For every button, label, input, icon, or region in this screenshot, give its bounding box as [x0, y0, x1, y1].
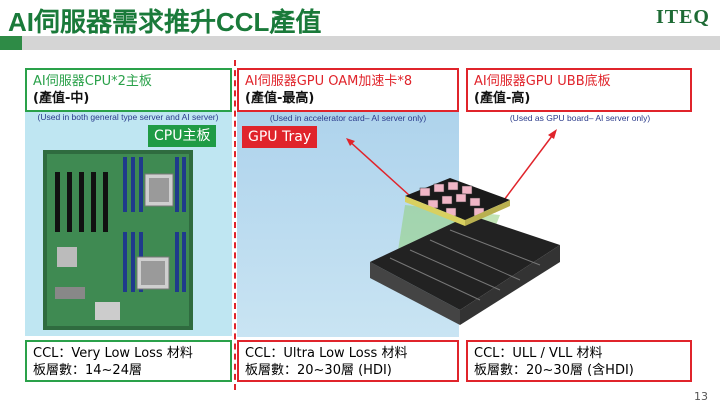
gpu-oam-spec-box: CCL：Ultra Low Loss 材料 板層數：20~30層 (HDI): [237, 340, 459, 382]
gpu-oam-usage-note: (Used in accelerator card– AI server onl…: [269, 113, 427, 123]
gpu-oam-header-box: AI伺服器GPU OAM加速卡*8 (產值-最高): [237, 68, 459, 112]
gpu-ubb-header-box: AI伺服器GPU UBB底板 (產值-高): [466, 68, 692, 112]
slide-title: AI伺服器需求推升CCL產值: [8, 7, 322, 37]
gpu-ubb-layer-count: 板層數：20~30層 (含HDI): [474, 363, 634, 378]
gpu-oam-layer-count: 板層數：20~30層 (HDI): [245, 363, 392, 378]
cpu-board-ccl-spec: CCL：Very Low Loss 材料: [33, 346, 193, 361]
cpu-motherboard-image: [43, 150, 193, 330]
gpu-ubb-spec-box: CCL：ULL / VLL 材料 板層數：20~30層 (含HDI): [466, 340, 692, 382]
gpu-oam-ccl-spec: CCL：Ultra Low Loss 材料: [245, 346, 408, 361]
gpu-ubb-value-level: (產值-高): [474, 91, 531, 106]
cpu-board-header-box: AI伺服器CPU*2主板 (產值-中): [25, 68, 232, 112]
section-divider: [234, 60, 236, 390]
page-number: 13: [694, 390, 708, 403]
gpu-ubb-ccl-spec: CCL：ULL / VLL 材料: [474, 346, 603, 361]
gpu-oam-value-level: (產值-最高): [245, 91, 315, 106]
cpu-board-spec-box: CCL：Very Low Loss 材料 板層數：14~24層: [25, 340, 232, 382]
gpu-oam-title: AI伺服器GPU OAM加速卡*8: [245, 74, 413, 89]
gpu-ubb-usage-note: (Used as GPU board– AI server only): [509, 113, 651, 123]
cpu-board-title: AI伺服器CPU*2主板: [33, 74, 152, 89]
gpu-ubb-title: AI伺服器GPU UBB底板: [474, 74, 611, 89]
cpu-board-layer-count: 板層數：14~24層: [33, 363, 142, 378]
cpu-board-usage-note: (Used in both general type server and AI…: [37, 112, 219, 122]
header-bar: [0, 36, 720, 50]
cpu-board-tag: CPU主板: [148, 125, 217, 147]
gpu-tray-tag: GPU Tray: [242, 126, 318, 148]
cpu-board-image-panel: [25, 112, 232, 336]
iteq-logo: ITEQ: [655, 6, 710, 28]
cpu-board-value-level: (產值-中): [33, 91, 90, 106]
